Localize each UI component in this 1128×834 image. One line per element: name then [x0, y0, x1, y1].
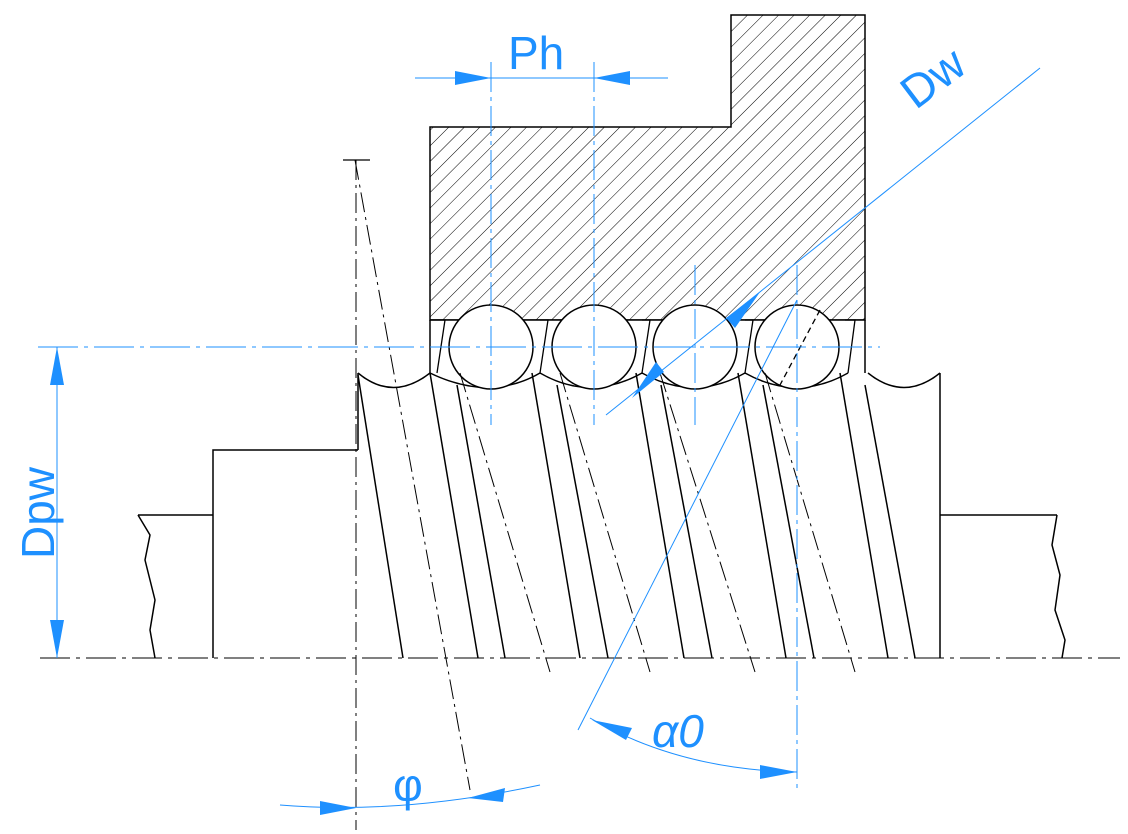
screw-body: [137, 373, 1066, 659]
contact-angle-label: α0: [652, 705, 704, 757]
dimension-lines: [38, 62, 1041, 808]
nut-section: [429, 14, 866, 321]
lead-angle-label: φ: [393, 759, 423, 811]
thread-centerlines: [354, 159, 856, 830]
arrowheads: [50, 71, 797, 815]
pitch-label: Ph: [508, 27, 565, 79]
thread-lines: [357, 372, 916, 659]
pitch-circle-diameter-label: Dpw: [12, 466, 64, 560]
nut-ridges: [430, 319, 856, 374]
